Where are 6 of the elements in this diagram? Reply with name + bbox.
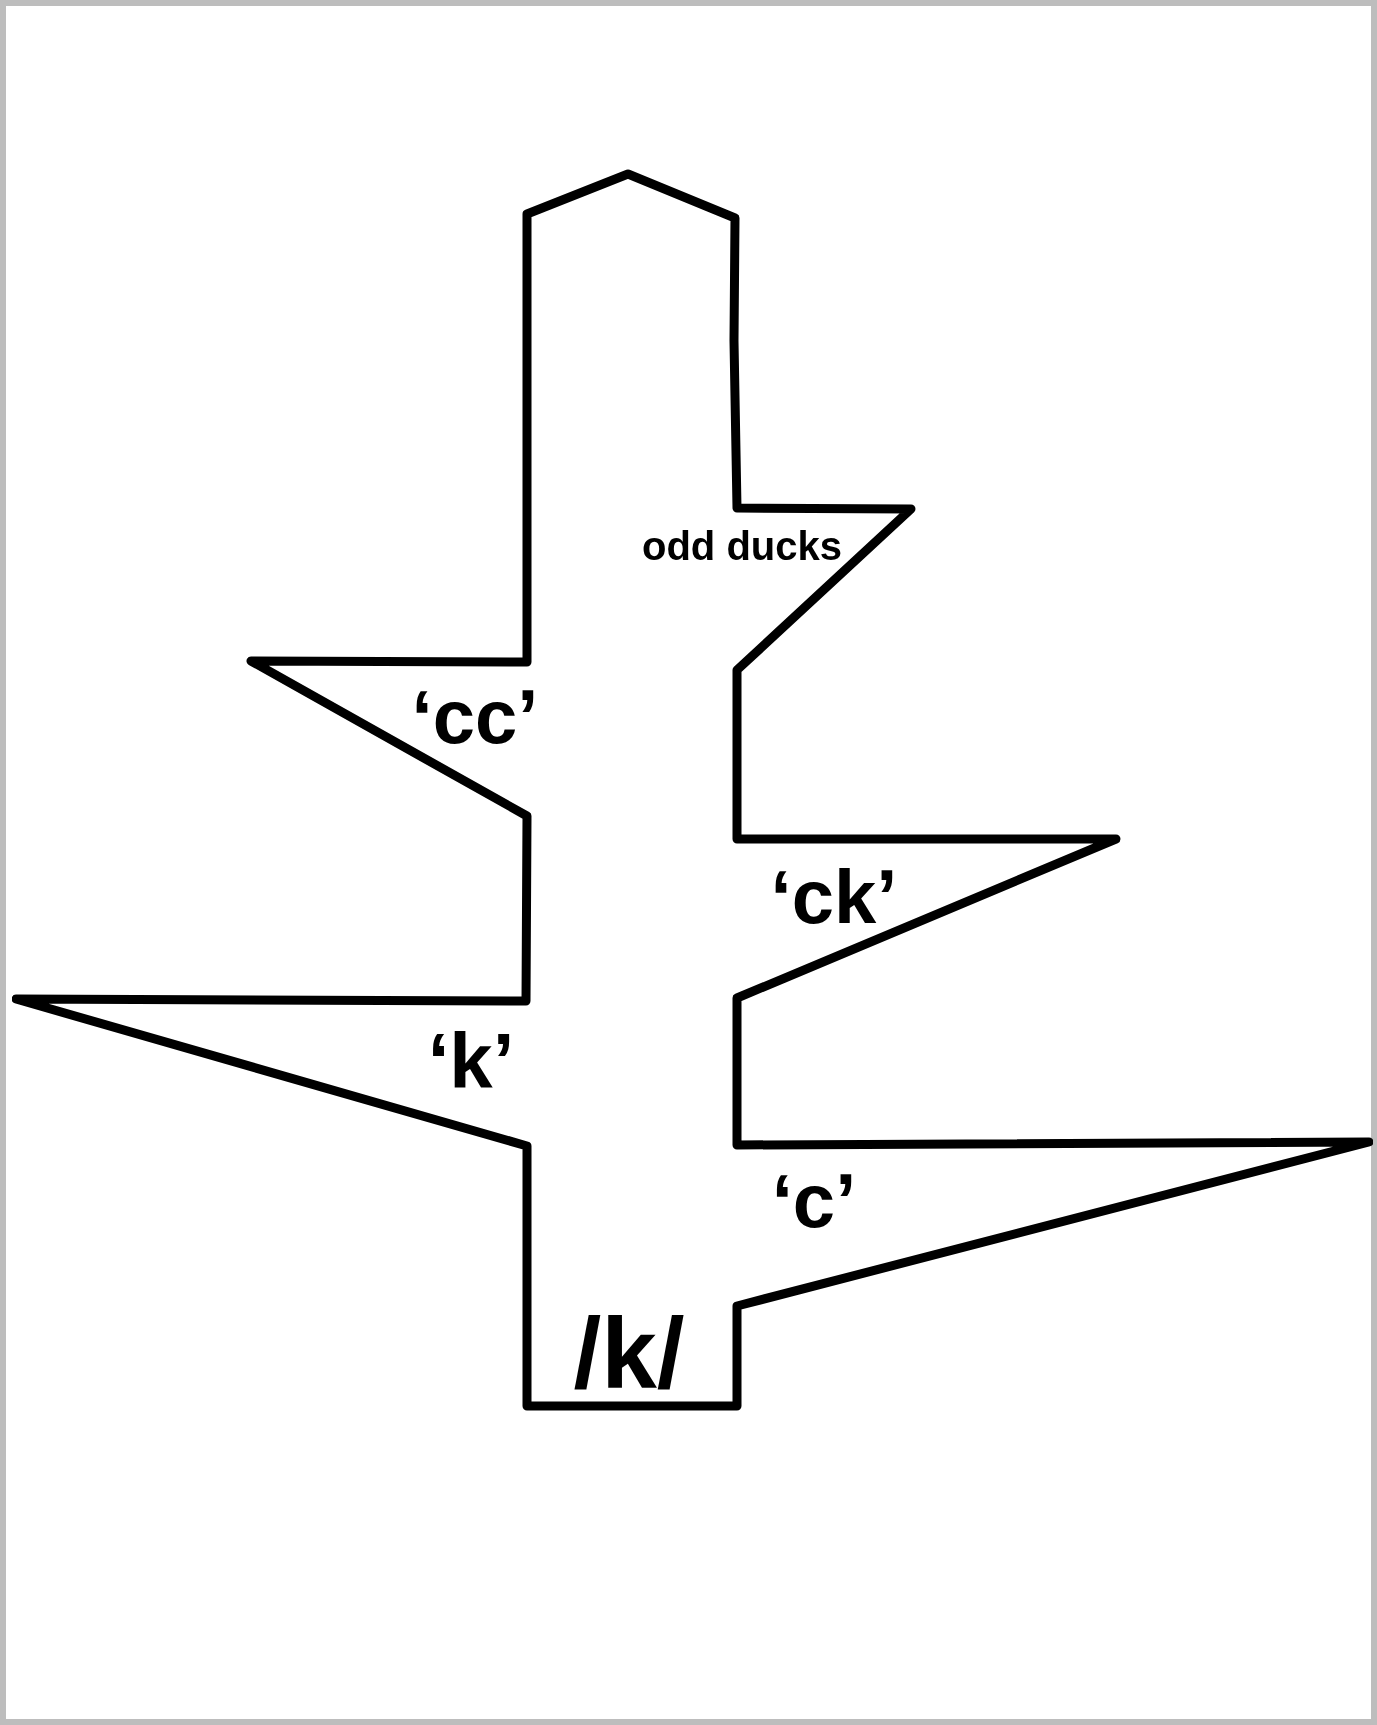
tree-label: odd ducks	[642, 526, 842, 566]
tree-label: ‘c’	[771, 1163, 857, 1239]
tree-label: ‘k’	[427, 1022, 515, 1100]
tree-label: ‘ck’	[770, 859, 898, 935]
tree-label: /k/	[573, 1303, 685, 1403]
tree-label: ‘cc’	[411, 679, 539, 755]
